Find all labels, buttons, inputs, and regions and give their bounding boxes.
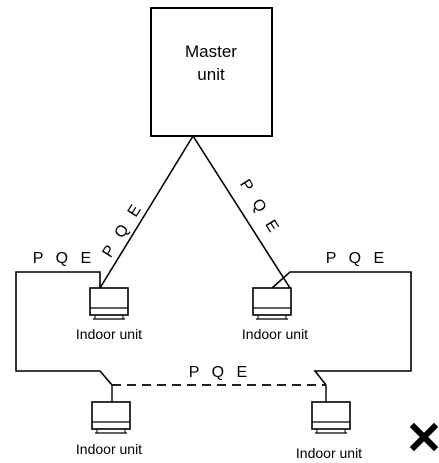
indoor-unit-icon xyxy=(91,401,131,434)
indoor-unit-label: Indoor unit xyxy=(76,326,142,342)
indoor-unit-label: Indoor unit xyxy=(242,326,308,342)
indoor-unit-label: Indoor unit xyxy=(76,441,142,457)
pqe-label-right-diagonal: P Q E xyxy=(236,177,283,239)
indoor-unit-label: Indoor unit xyxy=(296,445,362,461)
master-unit-box xyxy=(150,7,273,137)
indoor-unit-icon xyxy=(252,287,292,320)
indoor-unit-icon xyxy=(89,287,129,320)
master-unit-label-line2: unit xyxy=(197,65,225,84)
wire-master-to-right-unit xyxy=(192,135,291,289)
wire-left-loop xyxy=(15,271,113,386)
pqe-label-left-top: P Q E xyxy=(33,250,95,267)
indoor-unit-icon xyxy=(311,401,351,434)
wire-master-to-left-unit xyxy=(99,135,194,289)
master-unit-label-line1: Master xyxy=(185,42,237,61)
wire-right-loop xyxy=(271,271,412,386)
pqe-label-middle: P Q E xyxy=(189,364,251,381)
cross-icon xyxy=(409,422,439,452)
pqe-label-right-top: P Q E xyxy=(326,250,388,267)
